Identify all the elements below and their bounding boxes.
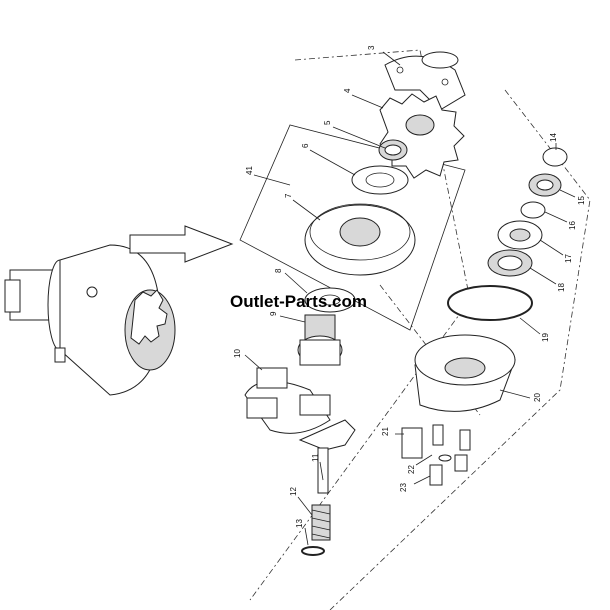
watermark-text: Outlet-Parts.com: [230, 292, 367, 311]
part-4-sprocket: [379, 93, 465, 179]
callout-16: 16: [568, 221, 577, 230]
callout-17: 17: [564, 254, 573, 263]
callout-9: 9: [269, 311, 278, 316]
part-8-washer: [304, 287, 356, 313]
callout-12: 12: [289, 487, 298, 496]
callout-21: 21: [381, 427, 390, 436]
callout-labels: 3 4 5 6 7 8 9 10 11 12 13 14 15 16 17 18…: [233, 45, 586, 528]
part-13-o-ring: [301, 546, 325, 556]
callout-3: 3: [367, 45, 376, 50]
callout-10: 10: [233, 349, 242, 358]
callout-15: 15: [577, 196, 586, 205]
part-12-spring: [311, 504, 331, 541]
direction-arrow: [129, 225, 234, 263]
part-22-fittings: [432, 424, 471, 462]
part-11-shift-fork: [298, 419, 356, 494]
callout-8: 8: [274, 268, 283, 273]
callout-41: 41: [245, 166, 254, 175]
part-20-drum: [414, 334, 516, 412]
callout-4: 4: [343, 88, 352, 93]
callout-19: 19: [541, 333, 550, 342]
callout-13: 13: [295, 519, 304, 528]
assembled-unit: [4, 244, 176, 396]
callout-11: 11: [311, 453, 320, 462]
part-23-bolts: [429, 454, 468, 486]
part-16-sleeve: [520, 201, 546, 219]
callout-18: 18: [557, 283, 566, 292]
callout-22: 22: [407, 465, 416, 474]
leader-lines: [244, 51, 576, 546]
callout-6: 6: [301, 143, 310, 148]
part-21-sleeve: [401, 427, 423, 459]
assembly-boundary: [249, 49, 471, 601]
part-9-gear-shaft: [297, 314, 343, 366]
callout-7: 7: [284, 193, 293, 198]
part-14-bushing: [542, 147, 568, 167]
right-group-boundary: [329, 89, 591, 610]
part-19-o-ring: [447, 285, 533, 321]
callout-5: 5: [323, 120, 332, 125]
callout-23: 23: [399, 483, 408, 492]
callout-20: 20: [533, 393, 542, 402]
callout-14: 14: [549, 133, 558, 142]
part-6-ring: [351, 165, 409, 195]
part-10-planet-gears: [244, 367, 331, 434]
